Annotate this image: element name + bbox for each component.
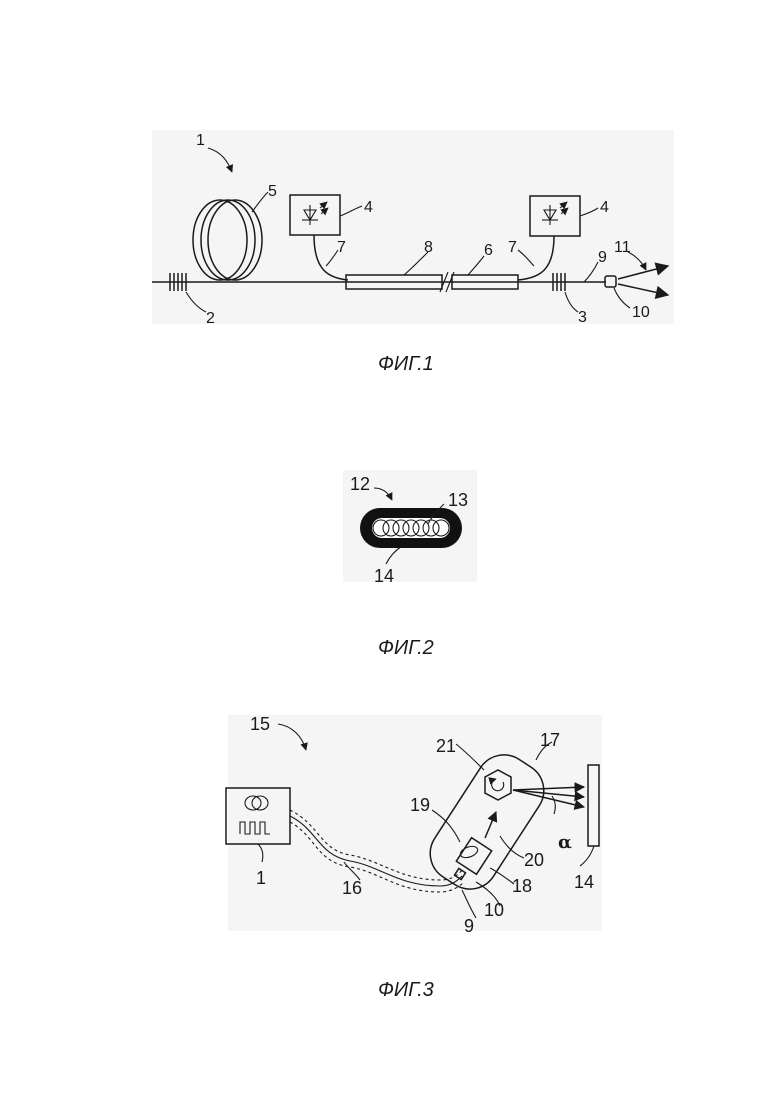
label-11: 11 [614, 239, 631, 256]
angle-alpha: α [558, 832, 572, 853]
label-4-right: 4 [600, 199, 609, 216]
label-9-fig3: 9 [464, 916, 474, 936]
label-9: 9 [598, 249, 607, 266]
label-10-fig3: 10 [484, 900, 504, 920]
label-3: 3 [578, 309, 587, 326]
figure-1: 1 2 3 4 4 5 6 7 7 8 9 10 11 ФИГ.1 [152, 130, 674, 375]
label-21: 21 [436, 736, 456, 756]
label-2: 2 [206, 310, 215, 327]
label-7-left: 7 [337, 239, 346, 256]
label-1: 1 [196, 132, 205, 149]
label-18: 18 [512, 876, 532, 896]
figure-3: 15 1 16 9 10 18 19 20 21 17 14 α ФИГ.3 [226, 714, 602, 1001]
label-4-left: 4 [364, 199, 373, 216]
label-15: 15 [250, 714, 270, 734]
label-14: 14 [374, 566, 394, 586]
label-17: 17 [540, 730, 560, 750]
label-13: 13 [448, 490, 468, 510]
figure-2: 12 13 14 ФИГ.2 [343, 470, 477, 659]
figure-1-caption: ФИГ.1 [378, 353, 434, 375]
label-1-fig3: 1 [256, 868, 266, 888]
figure-2-caption: ФИГ.2 [378, 637, 434, 659]
label-6: 6 [484, 242, 493, 259]
label-5: 5 [268, 183, 277, 200]
label-19: 19 [410, 795, 430, 815]
figure-1-panel [152, 130, 674, 324]
label-8: 8 [424, 239, 433, 256]
active-fiber [346, 272, 518, 292]
label-10: 10 [632, 304, 650, 321]
label-12: 12 [350, 474, 370, 494]
figure-3-caption: ФИГ.3 [378, 979, 434, 1001]
label-7-right: 7 [508, 239, 517, 256]
label-20: 20 [524, 850, 544, 870]
label-14-fig3: 14 [574, 872, 594, 892]
label-16: 16 [342, 878, 362, 898]
